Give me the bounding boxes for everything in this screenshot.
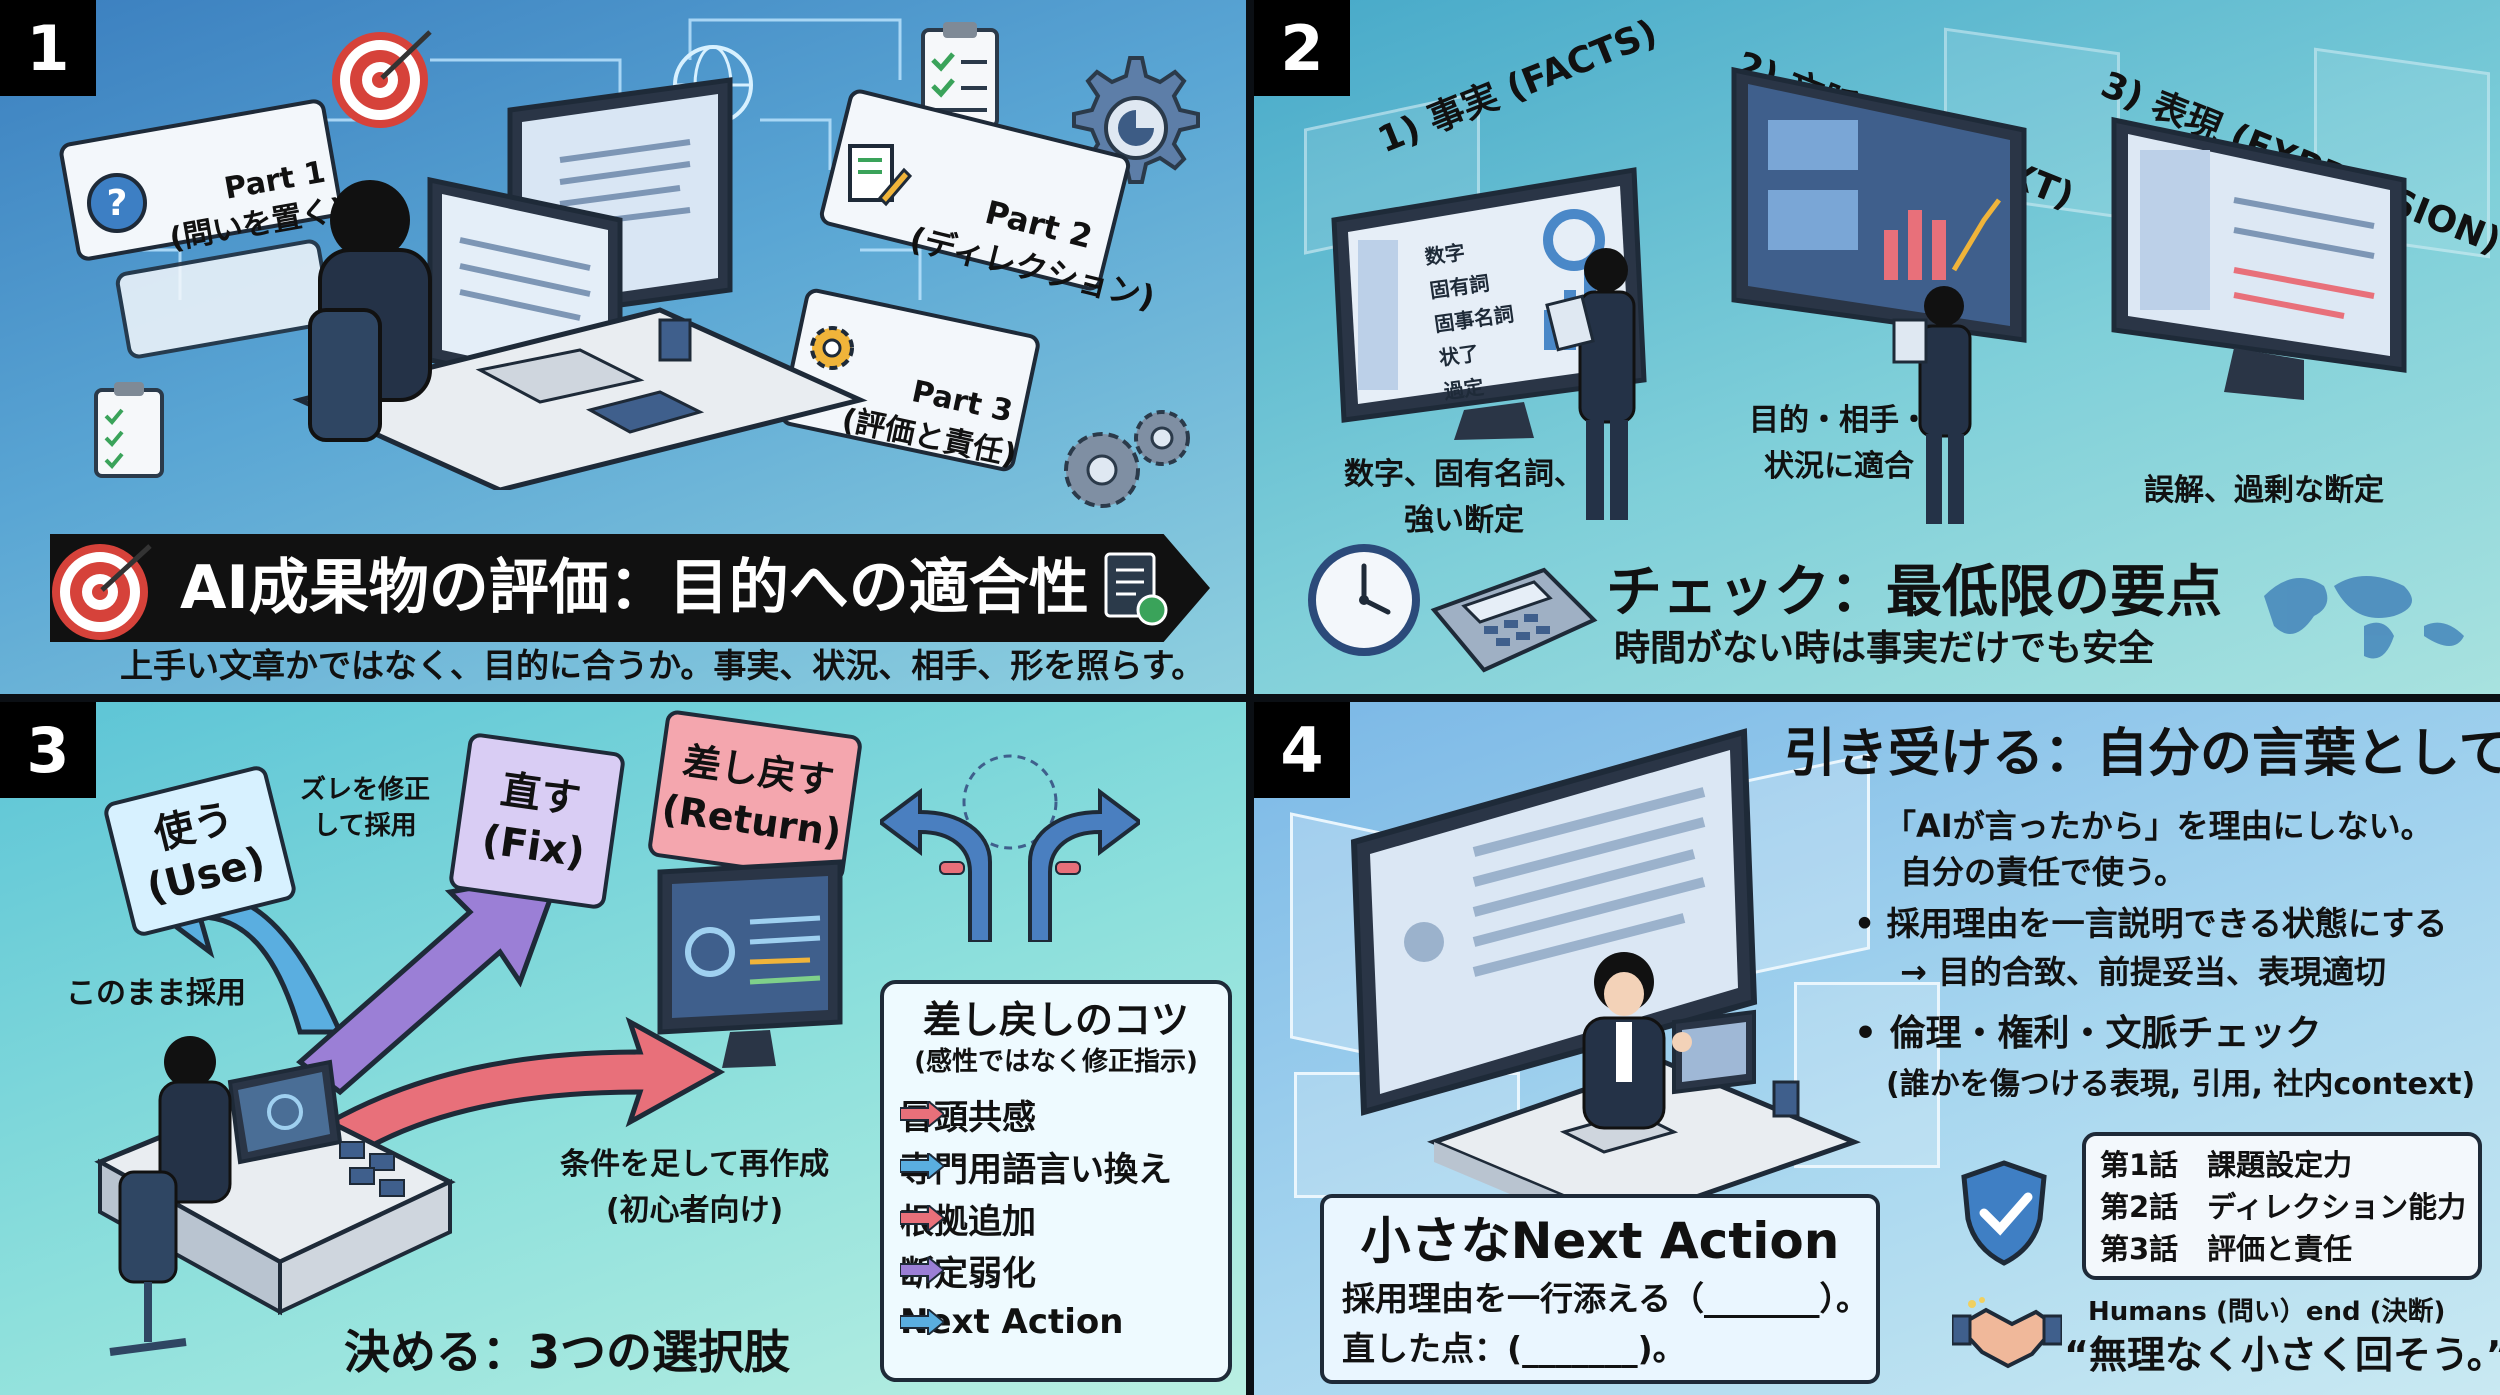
closing-quote: “無理なく小さく回そう。”	[2064, 1333, 2500, 1377]
document-check-icon	[1104, 552, 1168, 626]
next-action-line-1: 採用理由を一行添える（_______）。	[1342, 1279, 1870, 1318]
world-map-icon	[2264, 576, 2464, 659]
return-label: 差し戻す (Return)	[658, 738, 845, 856]
episode-item: 第3話 評価と責任	[2100, 1232, 2353, 1266]
tips-item-label: 専門用語言い換え	[900, 1149, 1172, 1190]
return-note: 条件を足して再作成 (初心者向け)	[560, 1147, 830, 1228]
desk-workstation	[94, 1036, 456, 1356]
blue-arrow-icon	[900, 1309, 944, 1335]
panel-number: 3	[0, 702, 96, 798]
fix-label-box: 直す (Fix)	[447, 731, 627, 911]
tips-item: 断定弱化	[900, 1244, 1212, 1296]
tips-item: 冒頭共感	[900, 1088, 1212, 1140]
tips-item: Next Action	[900, 1296, 1212, 1348]
panel-number: 4	[1254, 702, 1350, 798]
diverging-arrows-icon	[880, 754, 1140, 942]
person-tablet-2	[1892, 286, 1972, 524]
panel-2-title: チェック：最低限の要点	[1606, 560, 2222, 625]
panel-1-title: AI成果物の評価：目的への適合性	[180, 553, 1089, 623]
checklist-icon	[94, 382, 164, 478]
calculator-icon	[1430, 567, 1598, 673]
next-action-bubble: 小さなNext Action 採用理由を一行添える（_______）。 直した点…	[1320, 1194, 1880, 1384]
episode-item: 第1話 課題設定力	[2100, 1148, 2353, 1182]
shield-check-icon	[1961, 1160, 2047, 1266]
target-icon	[332, 30, 432, 128]
panel-4: 4 引き受ける：自分の言葉	[1254, 702, 2500, 1395]
panel-4-bullet-2-sub: (誰かを傷つける表現, 引用, 社内context)	[1886, 1067, 2476, 1102]
context-note: 目的・相手・ 状況に適合	[1749, 403, 1929, 484]
next-action-title: 小さなNext Action	[1360, 1212, 1840, 1270]
panel-number: 2	[1254, 0, 1350, 96]
use-label: 使う (Use)	[142, 794, 270, 913]
clipboard-icon	[921, 22, 999, 128]
tips-item: 専門用語言い換え	[900, 1140, 1212, 1192]
panel-1: 1	[0, 0, 1246, 694]
red-arrow-icon	[900, 1205, 944, 1231]
clock-icon	[1308, 544, 1420, 656]
panel-number: 1	[0, 0, 96, 96]
title-target-icon	[52, 544, 152, 640]
fix-note: ズレを修正 して採用	[300, 775, 431, 841]
facts-screen-list: 数字 固有詞 固事名詞 状了 過定	[1423, 225, 1556, 409]
humans-line: Humans (問い）end (決断)	[2088, 1297, 2446, 1327]
use-note: このまま採用	[66, 976, 246, 1011]
context-monitor	[1731, 66, 2027, 343]
fix-label: 直す (Fix)	[478, 766, 588, 877]
panel-3-bottom-title: 決める：3つの選択肢	[344, 1325, 791, 1379]
handshake-icon	[1952, 1297, 2062, 1369]
panel-3: 3 使う (Use) 直す (Fix) 差し戻す (Return) ズレを修正 …	[0, 702, 1246, 1395]
panel-2: 2 1) 事実 (FACTS) 2) 文脈 (CONTEXT) 3) 表現 (E…	[1254, 0, 2500, 694]
desk-workstation	[1350, 728, 1861, 1242]
next-action-line-2: 直した点：(_______)。	[1342, 1329, 1686, 1368]
panel-1-subtitle: 上手い文章かではなく、目的に合うか。事実、状況、相手、形を照らす。	[120, 646, 1205, 685]
edit-document-icon	[848, 144, 912, 207]
facts-note: 数字、固有名詞、 強い断定	[1344, 457, 1584, 538]
tips-subtitle: (感性ではなく修正指示)	[914, 1047, 1198, 1077]
return-monitor	[657, 859, 843, 1068]
title-band	[50, 534, 1210, 642]
episode-item: 第2話 ディレクション能力	[2100, 1190, 2467, 1224]
svg-text:?: ?	[107, 183, 128, 224]
red-arrow-icon	[900, 1101, 944, 1127]
desk-workstation	[292, 77, 868, 490]
small-gears-icon	[1064, 410, 1190, 508]
panel-4-line-2: 自分の責任で使う。	[1900, 853, 2187, 891]
facts-label: 1) 事実 (FACTS)	[1372, 12, 1663, 162]
panel-4-bullet-1: • 採用理由を一言説明できる状態にする	[1854, 904, 2448, 943]
orange-gear-icon	[810, 326, 854, 370]
episodes-box: 第1話 課題設定力 第2話 ディレクション能力 第3話 評価と責任	[2082, 1132, 2482, 1280]
panel-4-bullet-1-sub: → 目的合致、前提妥当、表現適切	[1900, 953, 2386, 991]
purple-arrow-icon	[900, 1257, 944, 1283]
expression-note: 誤解、過剰な断定	[2144, 473, 2384, 508]
tips-item: 根拠追加	[900, 1192, 1212, 1244]
tips-box: 差し戻しのコツ (感性ではなく修正指示) 冒頭共感 専門用語言い換え 根拠追加 …	[880, 980, 1232, 1382]
panel-4-bullet-2: • 倫理・権利・文脈チェック	[1854, 1013, 2322, 1054]
panel-4-line-1: 「AIが言ったから」を理由にしない。	[1884, 807, 2433, 845]
expression-monitor	[2111, 116, 2407, 400]
blue-arrow-icon	[900, 1153, 944, 1179]
tips-title: 差し戻しのコツ	[922, 998, 1189, 1042]
panel-4-title: 引き受ける：自分の言葉として	[1784, 724, 2500, 784]
question-icon: ?	[87, 173, 147, 233]
person-tablet-1	[1545, 248, 1636, 520]
panel-2-subtitle: 時間がない時は事実だけでも安全	[1614, 628, 2155, 669]
